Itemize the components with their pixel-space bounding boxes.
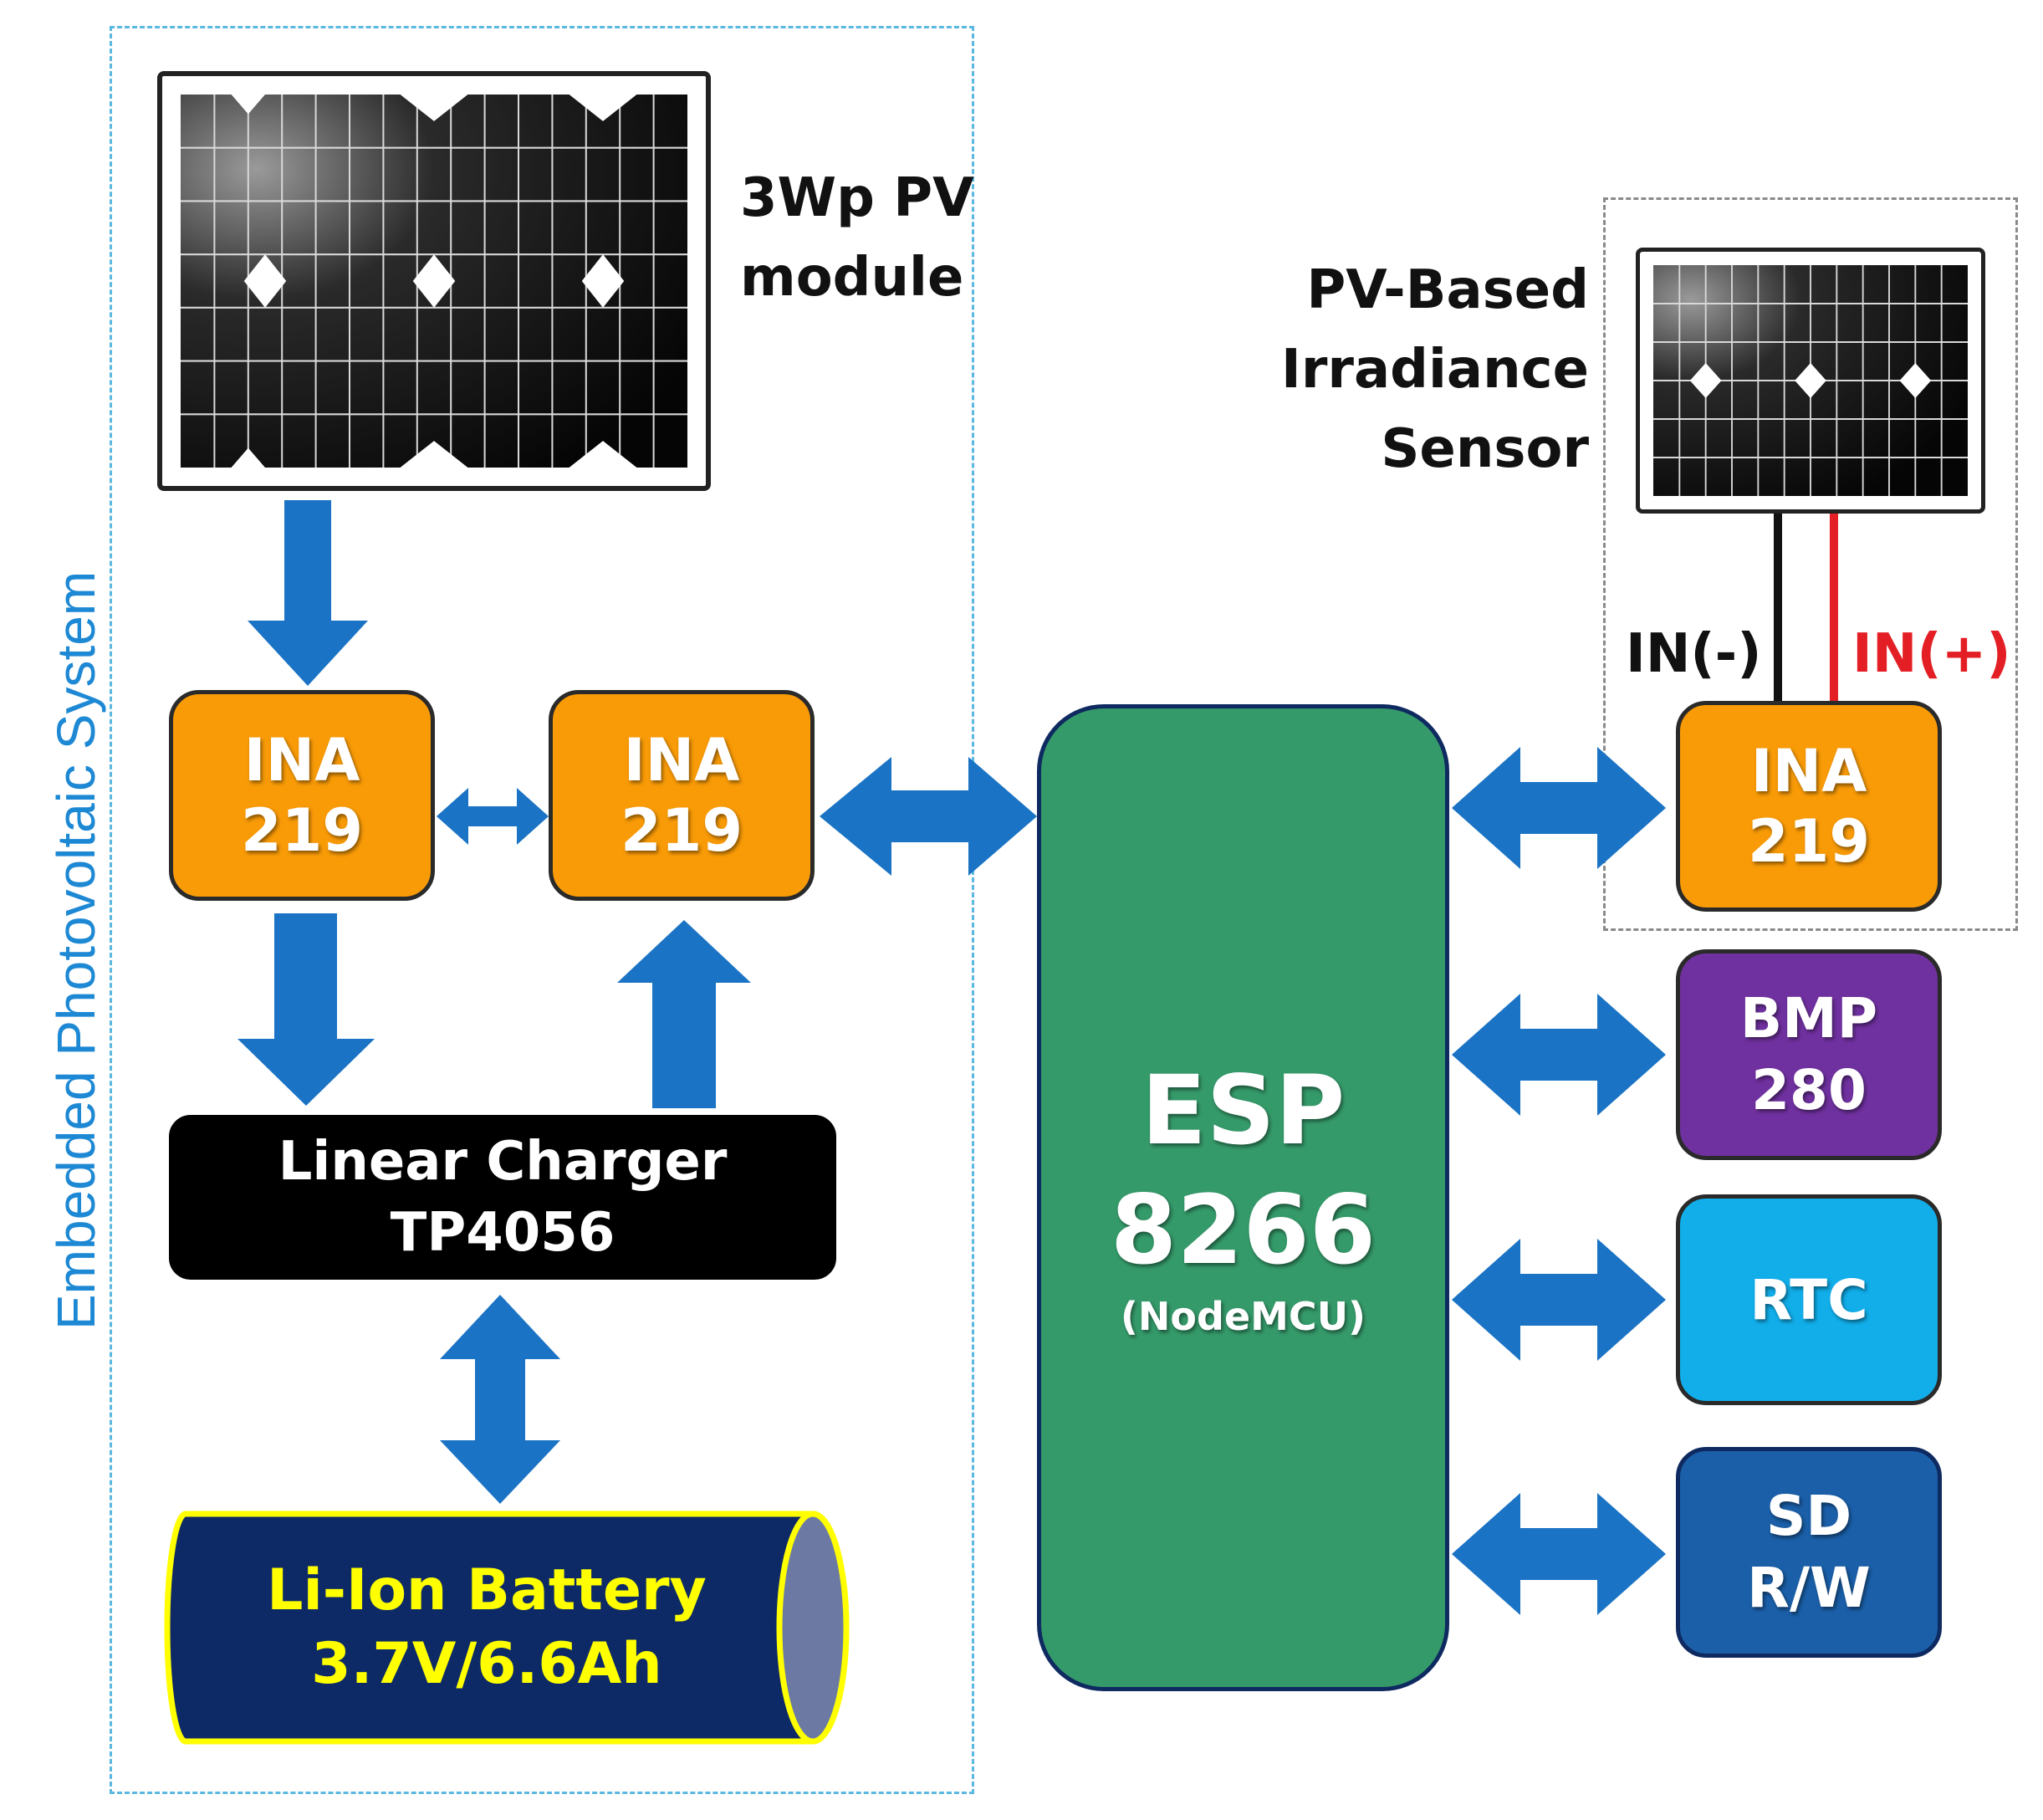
solar-panel-icon	[181, 95, 687, 468]
irradiance-sensor-panel	[1636, 248, 1985, 514]
bmp-line1: BMP	[1739, 986, 1878, 1051]
linear-charger-block: Linear Charger TP4056	[169, 1115, 836, 1280]
rtc-line1: RTC	[1749, 1267, 1868, 1332]
wire-positive	[1830, 514, 1838, 708]
embedded-pv-system-group	[110, 26, 974, 1794]
pv-module-label: 3Wp PV module	[740, 159, 974, 318]
pv-module-image	[157, 71, 711, 491]
arrow-esp-ina-right	[1452, 747, 1666, 869]
ina-right-line2: 219	[1747, 807, 1871, 876]
irradiance-label-line3: Sensor	[1381, 418, 1589, 480]
bmp280-block: BMP 280	[1676, 949, 1942, 1160]
in-minus-label: IN(-)	[1626, 623, 1762, 685]
esp-line3: (NodeMCU)	[1120, 1294, 1366, 1340]
pv-module-label-line2: module	[740, 247, 964, 309]
arrow-esp-sd	[1452, 1493, 1666, 1615]
ina-mid-line2: 219	[620, 796, 743, 865]
irradiance-sensor-label: PV-Based Irradiance Sensor	[1254, 251, 1589, 489]
wire-negative	[1774, 514, 1782, 708]
ina219-left-block: INA 219	[169, 690, 435, 901]
ina-right-line1: INA	[1750, 737, 1867, 805]
irradiance-sensor-group	[1603, 197, 2018, 931]
ina-left-line1: INA	[243, 726, 360, 795]
arrow-pv-to-ina	[248, 500, 368, 686]
irradiance-label-line2: Irradiance	[1281, 339, 1589, 401]
esp-line1: ESP	[1141, 1055, 1346, 1167]
charger-line2: TP4056	[390, 1201, 615, 1264]
battery-line1: Li-Ion Battery	[267, 1557, 707, 1623]
in-plus-label: IN(+)	[1852, 623, 2011, 685]
pv-module-label-line1: 3Wp PV	[740, 167, 974, 229]
sd-line1: SD	[1765, 1484, 1852, 1549]
ina-mid-line1: INA	[623, 726, 740, 795]
arrow-esp-rtc	[1452, 1239, 1666, 1361]
arrow-esp-bmp	[1452, 994, 1666, 1116]
bmp-line2: 280	[1751, 1058, 1867, 1122]
charger-line1: Linear Charger	[278, 1131, 728, 1194]
ina219-mid-block: INA 219	[549, 690, 815, 901]
sd-rw-block: SD R/W	[1676, 1447, 1942, 1658]
battery-shape	[164, 1511, 850, 1745]
solar-panel-icon	[1653, 265, 1968, 496]
ina219-right-block: INA 219	[1676, 701, 1942, 912]
battery-line2: 3.7V/6.6Ah	[311, 1631, 662, 1697]
arrow-ina-esp	[820, 757, 1037, 876]
arrow-charger-to-ina	[617, 920, 751, 1108]
li-ion-battery: Li-Ion Battery 3.7V/6.6Ah	[161, 1506, 855, 1750]
esp8266-block: ESP 8266 (NodeMCU)	[1037, 704, 1449, 1691]
arrow-ina-ina	[437, 788, 549, 845]
esp-line2: 8266	[1110, 1173, 1376, 1286]
rtc-block: RTC	[1676, 1194, 1942, 1405]
arrow-ina-to-charger	[237, 913, 375, 1106]
arrow-charger-battery	[440, 1295, 560, 1504]
ina-left-line2: 219	[240, 796, 364, 865]
irradiance-label-line1: PV-Based	[1306, 259, 1589, 321]
sd-line2: R/W	[1747, 1556, 1871, 1620]
